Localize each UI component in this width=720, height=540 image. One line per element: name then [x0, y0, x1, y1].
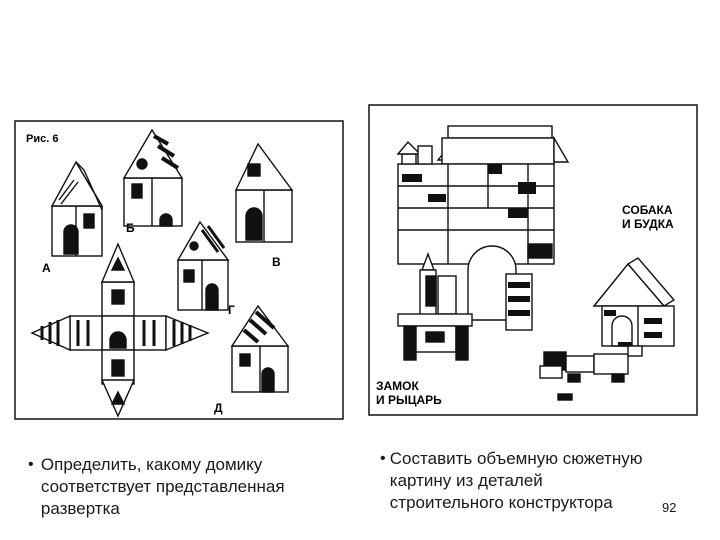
houses-figure: Рис. 6 А Б	[14, 120, 344, 420]
house-d	[230, 304, 290, 393]
houses-illustration: Рис. 6 А Б	[14, 120, 344, 420]
figure-border	[368, 104, 698, 416]
task-right: • Составить объемную сюжетную картину из…	[380, 448, 650, 514]
label-dog-line1: СОБАКА	[622, 203, 673, 217]
bullet-marker: •	[28, 456, 34, 473]
constructor-figure: ЗАМОК И РЫЦАРЬ СОБАКА И БУДКА	[368, 104, 698, 416]
house-net	[30, 242, 210, 418]
task-left-text: Определить, какому домику соответствует …	[40, 455, 285, 518]
castle	[396, 125, 570, 331]
label-castle-line2: И РЫЦАРЬ	[376, 393, 442, 407]
label-castle-line1: ЗАМОК	[376, 379, 420, 393]
dog	[539, 345, 643, 401]
dog-house	[592, 257, 676, 347]
knight	[397, 252, 473, 361]
figure-caption: Рис. 6	[26, 133, 58, 145]
constructor-illustration: ЗАМОК И РЫЦАРЬ СОБАКА И БУДКА	[368, 104, 698, 416]
label-g: Г	[228, 303, 235, 317]
bullet-marker: •	[380, 450, 386, 467]
label-v: В	[272, 255, 281, 269]
house-a	[50, 160, 104, 257]
label-d: Д	[214, 401, 223, 415]
house-top-right	[234, 142, 294, 243]
label-dog-line2: И БУДКА	[622, 217, 674, 231]
label-b: Б	[126, 221, 135, 235]
house-v	[176, 220, 230, 311]
house-b	[122, 128, 184, 227]
label-a: А	[42, 261, 51, 275]
task-right-text: Составить объемную сюжетную картину из д…	[389, 449, 643, 512]
page-number: 92	[662, 500, 677, 515]
figure-border	[14, 120, 344, 420]
task-left: • Определить, какому домику соответствуе…	[28, 454, 338, 520]
